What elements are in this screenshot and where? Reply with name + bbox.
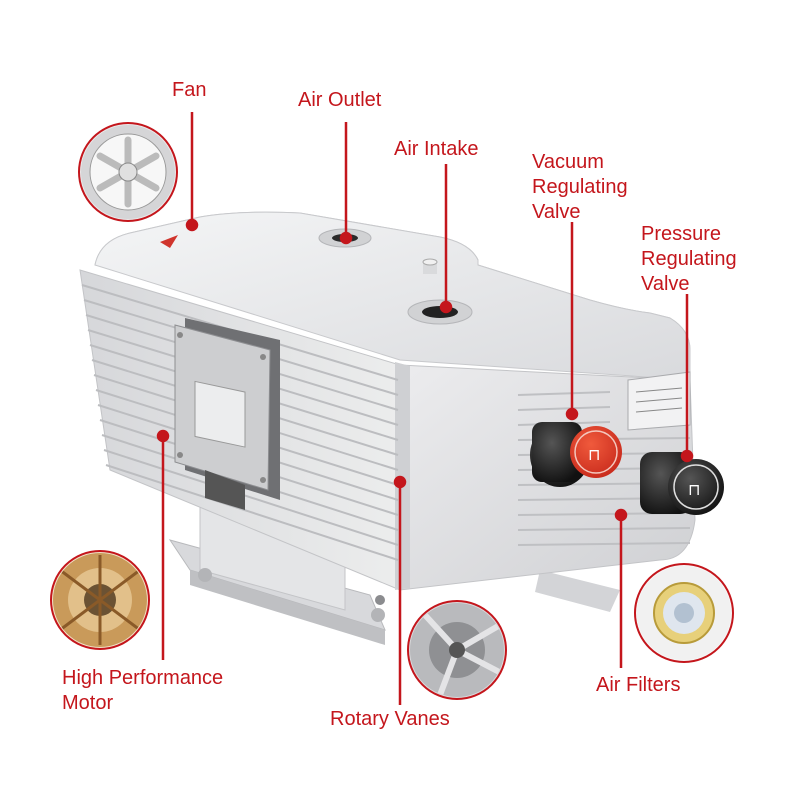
vacuum-knob: ⊓ — [530, 422, 622, 487]
nameplate — [627, 371, 691, 431]
svg-text:⊓: ⊓ — [688, 480, 700, 499]
top-ports — [318, 228, 473, 325]
label-high-performance-motor: High Performance Motor — [62, 667, 224, 714]
fan-icon — [78, 122, 178, 222]
label-rotary-vanes: Rotary Vanes — [330, 708, 450, 730]
leader-lines — [156, 112, 694, 705]
mounting-base — [168, 499, 620, 645]
rotary-vane-icon — [407, 600, 507, 700]
air-filter-icon — [634, 563, 734, 663]
svg-text:⊓: ⊓ — [588, 445, 600, 464]
pump-housing — [79, 211, 696, 591]
terminal-box — [174, 318, 280, 510]
label-air-filters: Air Filters — [596, 674, 681, 696]
warning-logo-icon — [160, 235, 178, 248]
pressure-knob: ⊓ — [640, 452, 724, 515]
label-fan: Fan — [172, 79, 207, 101]
label-air-outlet: Air Outlet — [298, 89, 382, 111]
label-pressure-regulating-valve: Pressure Regulating Valve — [641, 223, 737, 295]
motor-stator-icon — [50, 550, 150, 650]
label-air-intake: Air Intake — [394, 138, 479, 160]
label-vacuum-regulating-valve: Vacuum Regulating Valve — [532, 151, 628, 223]
